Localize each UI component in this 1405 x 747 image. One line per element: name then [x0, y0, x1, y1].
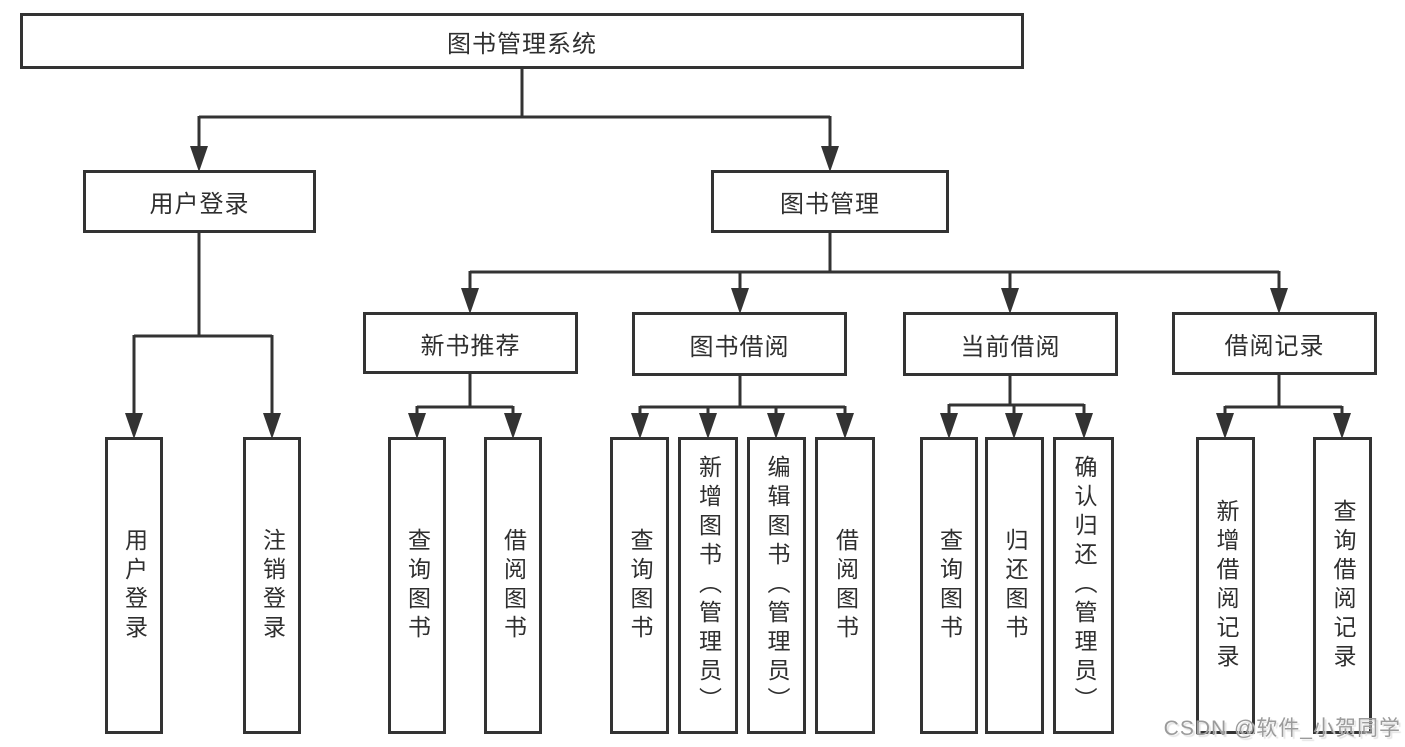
- leaf-user-login: 用户登录: [105, 437, 163, 734]
- node-label: 新增借阅记录: [1213, 498, 1239, 673]
- node-label: 图书借阅: [689, 333, 790, 361]
- node-label: 查询图书: [404, 527, 431, 644]
- leaf-add-book-admin: 新增图书（管理员）: [678, 437, 738, 734]
- leaf-confirm-return-admin: 确认归还（管理员）: [1053, 437, 1114, 734]
- leaf-borrow-books-2: 借阅图书: [815, 437, 875, 734]
- node-label: 图书管理: [780, 191, 880, 218]
- node-label: 查询图书: [936, 527, 963, 644]
- node-label: 新书推荐: [420, 332, 521, 360]
- node-label: 借阅记录: [1224, 333, 1325, 360]
- csdn-watermark: CSDN @软件_小贺同学: [1163, 717, 1401, 740]
- leaf-return-book: 归还图书: [985, 437, 1044, 734]
- node-label: 查询借阅记录: [1330, 498, 1356, 673]
- node-user-login: 用户登录: [83, 170, 316, 233]
- node-library-management-system: 图书管理系统: [20, 13, 1024, 69]
- node-label: 编辑图书（管理员）: [764, 455, 790, 716]
- node-label: 确认归还（管理员）: [1071, 455, 1097, 716]
- node-label: 借阅图书: [832, 527, 859, 644]
- node-label: 新增图书（管理员）: [695, 455, 722, 716]
- node-book-borrowing: 图书借阅: [632, 312, 847, 376]
- leaf-edit-book-admin: 编辑图书（管理员）: [747, 437, 806, 734]
- leaf-query-borrow-record: 查询借阅记录: [1313, 437, 1372, 734]
- node-label: 注销登录: [259, 527, 286, 644]
- node-label: 查询图书: [627, 527, 653, 644]
- node-label: 借阅图书: [500, 527, 527, 644]
- leaf-borrow-books: 借阅图书: [484, 437, 542, 734]
- leaf-query-books: 查询图书: [388, 437, 446, 734]
- leaf-query-books-2: 查询图书: [610, 437, 669, 734]
- node-label: 用户登录: [149, 191, 250, 218]
- node-new-book-recommendation: 新书推荐: [363, 312, 578, 374]
- node-borrowing-records: 借阅记录: [1172, 312, 1377, 375]
- node-book-management: 图书管理: [711, 170, 949, 233]
- node-label: 图书管理系统: [447, 30, 597, 58]
- leaf-add-borrow-record: 新增借阅记录: [1196, 437, 1255, 734]
- leaf-logout: 注销登录: [243, 437, 301, 734]
- node-label: 用户登录: [121, 527, 148, 644]
- node-label: 当前借阅: [960, 333, 1061, 361]
- leaf-query-books-3: 查询图书: [920, 437, 978, 734]
- node-label: 归还图书: [1002, 527, 1028, 644]
- node-current-borrowing: 当前借阅: [903, 312, 1118, 376]
